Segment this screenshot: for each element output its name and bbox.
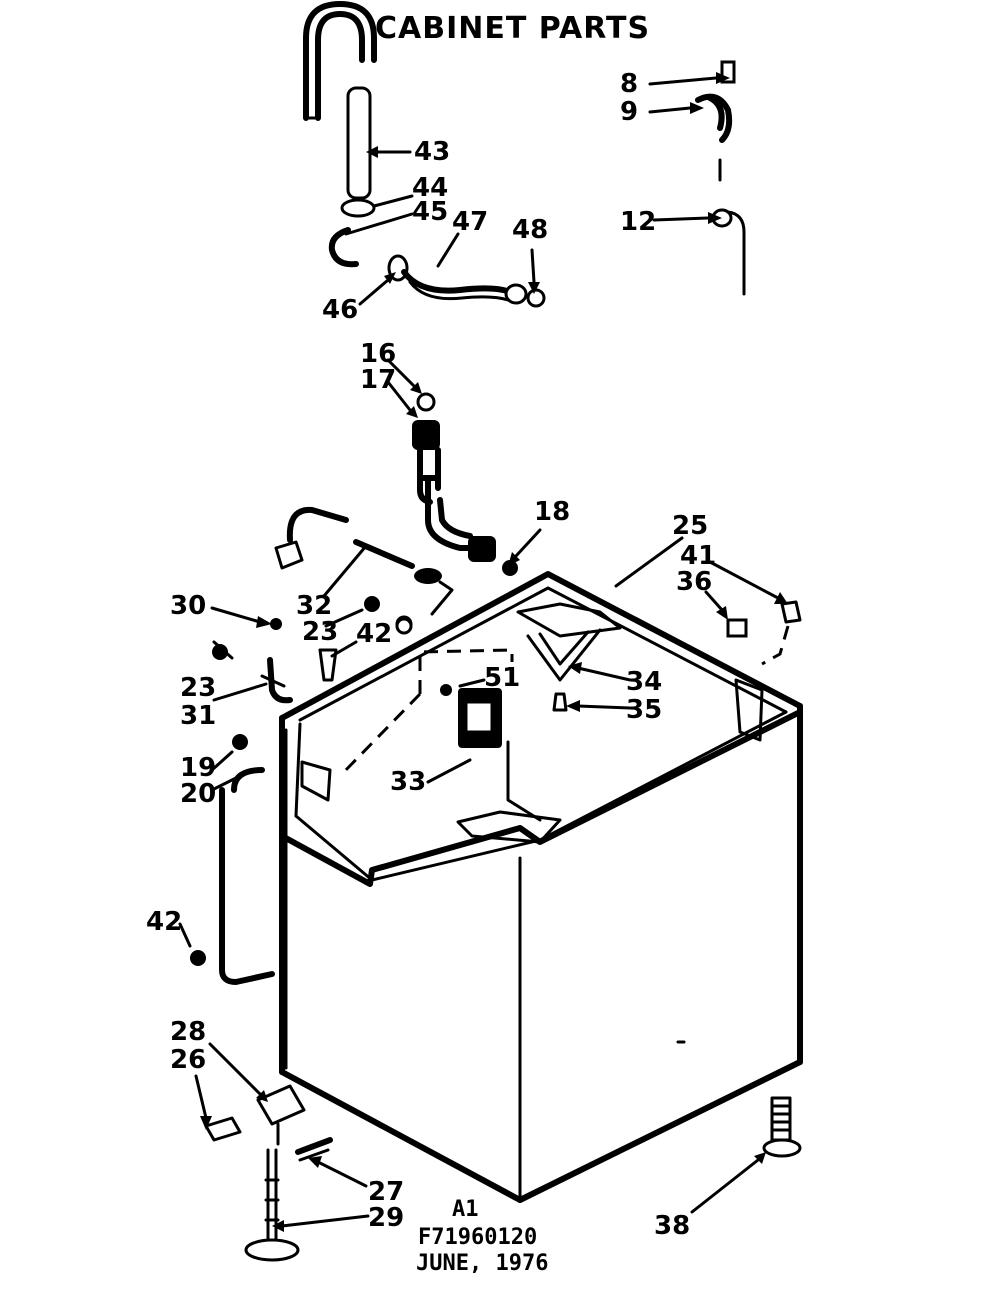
footer-date: JUNE, 1976 (416, 1251, 548, 1276)
label-part-38: 38 (654, 1211, 690, 1241)
leader-lines (178, 72, 788, 1232)
label-part-31: 31 (180, 701, 216, 731)
label-part-12: 12 (620, 207, 656, 237)
label-part-43: 43 (414, 137, 450, 167)
label-part-47: 47 (452, 207, 488, 237)
label-part-46: 46 (322, 295, 358, 325)
label-part-32: 32 (296, 591, 332, 621)
footer-revision: A1 (452, 1197, 479, 1222)
label-part-51: 51 (484, 663, 520, 693)
label-part-45: 45 (412, 197, 448, 227)
part-number-labels: 8 9 12 43 44 45 46 47 48 16 17 18 25 41 … (146, 69, 716, 1241)
label-part-36: 36 (676, 567, 712, 597)
fill-hose-assembly (412, 392, 518, 576)
label-part-35: 35 (626, 695, 662, 725)
label-part-34: 34 (626, 667, 662, 697)
label-part-29: 29 (368, 1203, 404, 1233)
cabinet-body (279, 571, 803, 1203)
label-part-42-lower: 42 (146, 907, 182, 937)
label-part-18: 18 (534, 497, 570, 527)
label-part-44: 44 (412, 173, 448, 203)
label-part-19: 19 (180, 753, 216, 783)
label-part-48: 48 (512, 215, 548, 245)
label-part-41: 41 (680, 541, 716, 571)
label-part-25: 25 (672, 511, 708, 541)
diagram-footer: A1 F71960120 JUNE, 1976 (416, 1197, 548, 1276)
top-right-parts (726, 600, 802, 666)
label-part-28: 28 (170, 1017, 206, 1047)
suspension-hanger (526, 628, 602, 712)
label-part-30: 30 (170, 591, 206, 621)
label-part-42-upper: 42 (356, 619, 392, 649)
label-part-27: 27 (368, 1177, 404, 1207)
label-part-33: 33 (390, 767, 426, 797)
label-part-8: 8 (620, 69, 638, 99)
label-part-26: 26 (170, 1045, 206, 1075)
label-part-23-upper: 23 (302, 617, 338, 647)
label-part-16: 16 (360, 339, 396, 369)
label-part-23-lower: 23 (180, 673, 216, 703)
label-part-20: 20 (180, 779, 216, 809)
control-switch (338, 648, 542, 822)
footer-part-number: F71960120 (418, 1225, 537, 1250)
diagram-title: CABINET PARTS (375, 11, 650, 46)
left-side-parts (190, 596, 413, 985)
upper-right-hose-parts (695, 60, 746, 296)
label-part-17: 17 (360, 365, 396, 395)
label-part-9: 9 (620, 97, 638, 127)
